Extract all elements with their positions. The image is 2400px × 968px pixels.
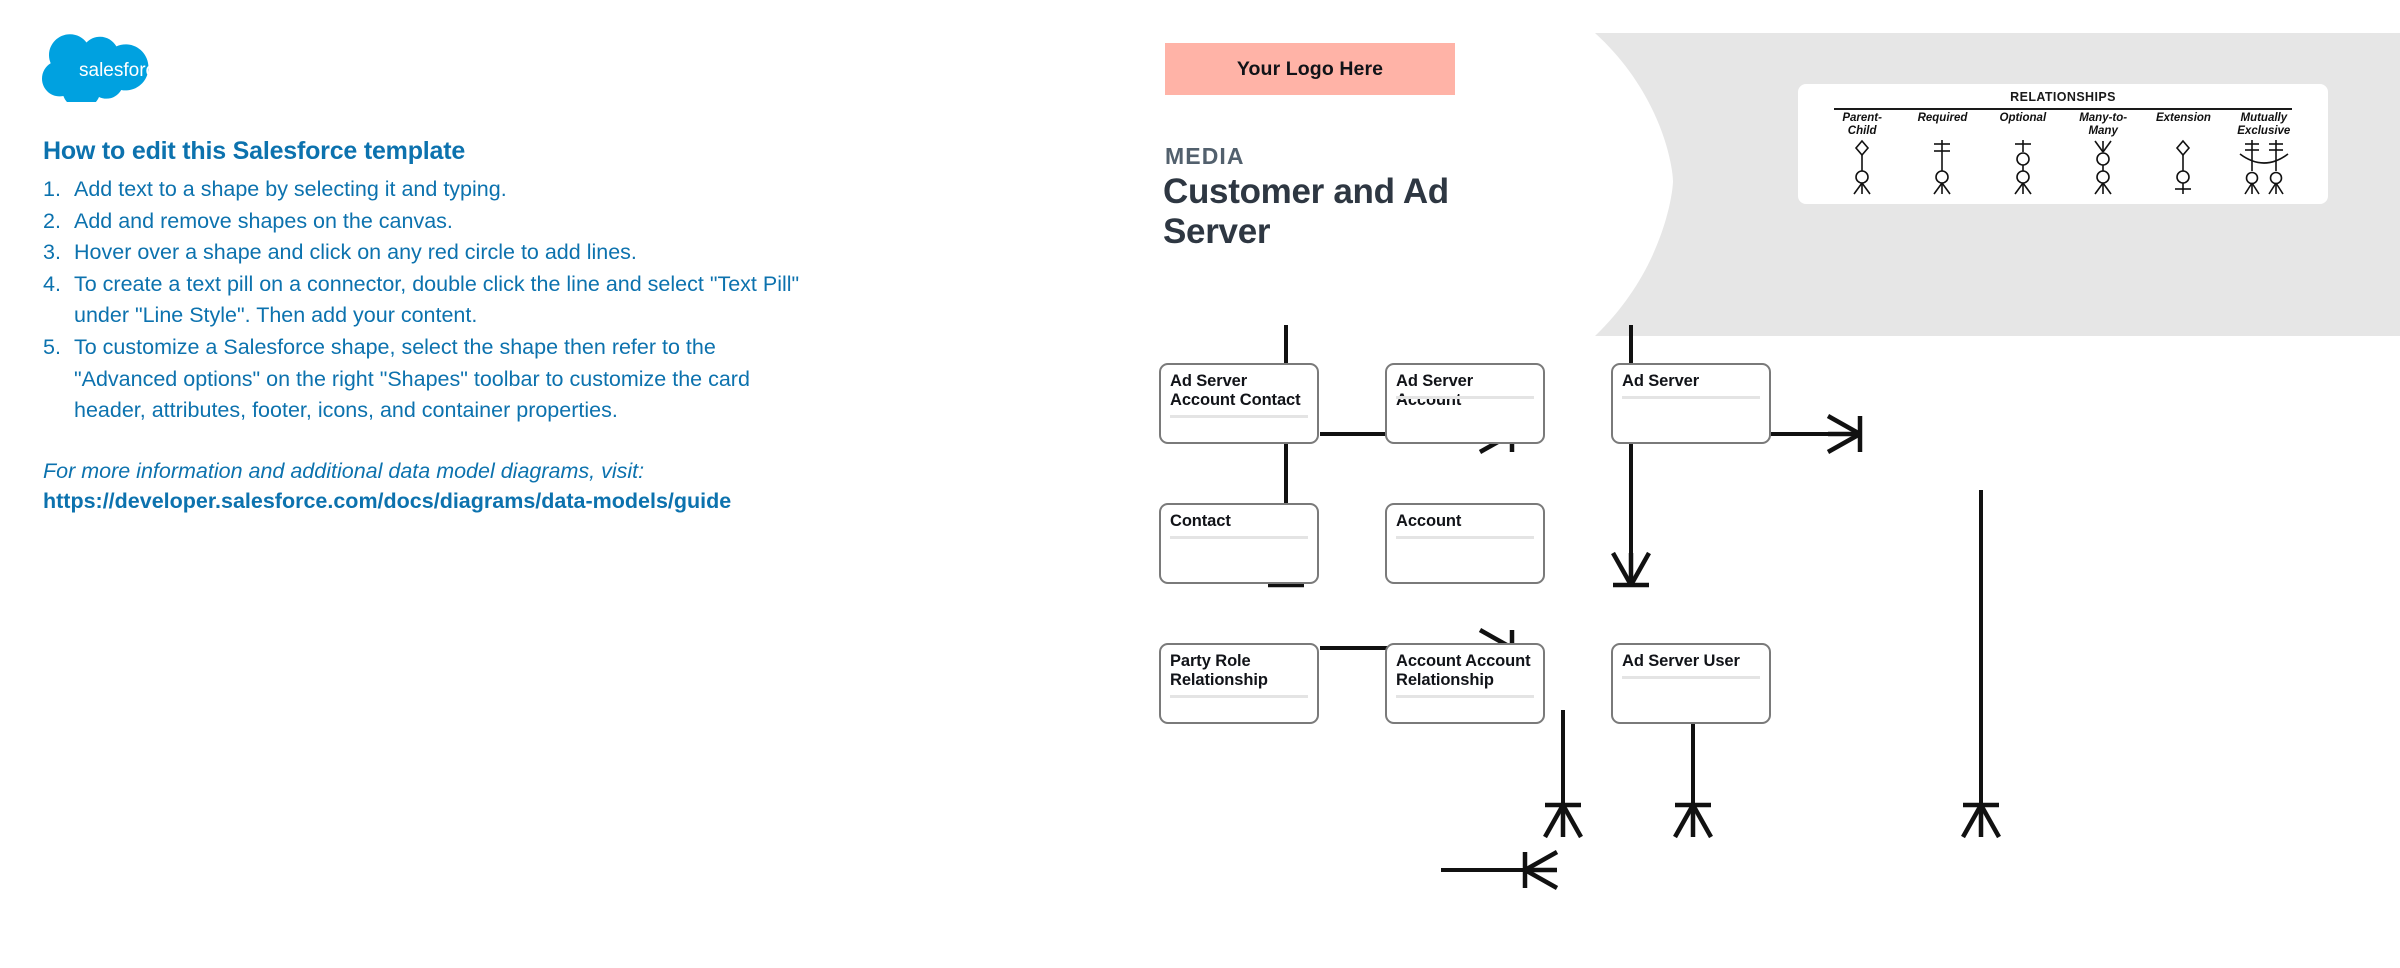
entity-card-party-role-relationship[interactable]: Party Role Relationship xyxy=(1159,643,1319,724)
instruction-step-3: 3. Hover over a shape and click on any re… xyxy=(43,237,803,269)
entity-card-account[interactable]: Account xyxy=(1385,503,1545,584)
relationships-legend: RELATIONSHIPS Parent- Child Required xyxy=(1798,84,2328,204)
entity-divider xyxy=(1622,676,1760,679)
mutually-exclusive-symbol xyxy=(2237,138,2291,196)
step-text: To create a text pill on a connector, do… xyxy=(74,271,800,328)
entity-divider xyxy=(1396,695,1534,698)
svg-text:salesforce: salesforce xyxy=(79,60,152,81)
legend-label: Many-to- Many xyxy=(2079,112,2128,137)
entity-title: Ad Server User xyxy=(1622,652,1740,670)
entity-divider xyxy=(1170,536,1308,539)
entity-title: Account xyxy=(1396,512,1462,530)
entity-title: Contact xyxy=(1170,512,1231,530)
entity-title: Party Role Relationship xyxy=(1170,652,1268,689)
entity-title: Ad Server Account xyxy=(1396,372,1474,409)
legend-title: RELATIONSHIPS xyxy=(2010,90,2116,104)
step-number: 2. xyxy=(43,208,61,233)
legend-label: Extension xyxy=(2155,112,2211,124)
legend-item-required: Required xyxy=(1902,112,1982,196)
entity-divider xyxy=(1622,396,1760,399)
entity-card-ad-server-user[interactable]: Ad Server User xyxy=(1611,643,1771,724)
legend-label: Optional xyxy=(1999,112,2047,124)
legend-item-parent-child: Parent- Child xyxy=(1822,112,1902,196)
instructions-title: How to edit this Salesforce template xyxy=(43,137,466,165)
legend-label: Required xyxy=(1917,112,1968,124)
entity-card-contact[interactable]: Contact xyxy=(1159,503,1319,584)
page-title: Customer and Ad Server xyxy=(1163,172,1449,251)
legend-item-optional: Optional xyxy=(1983,112,2063,196)
optional-symbol xyxy=(2006,138,2040,196)
legend-item-extension: Extension xyxy=(2143,112,2223,196)
legend-item-many-to-many: Many-to- Many xyxy=(2063,112,2143,196)
instruction-step-1: 1. Add text to a shape by selecting it an… xyxy=(43,174,803,206)
instructions-panel: salesforce How to edit this Salesforce t… xyxy=(0,0,820,968)
entity-title: Account Account Relationship xyxy=(1396,652,1531,689)
legend-item-mutually-exclusive: Mutually Exclusive xyxy=(2224,112,2304,196)
extension-symbol xyxy=(2166,138,2200,196)
entity-divider xyxy=(1170,695,1308,698)
salesforce-cloud-logo: salesforce xyxy=(42,30,166,109)
entity-title: Ad Server xyxy=(1622,372,1700,390)
legend-items: Parent- Child Required xyxy=(1822,112,2304,196)
entity-card-ad-server-account[interactable]: Ad Server Account xyxy=(1385,363,1545,444)
entity-card-ad-server[interactable]: Ad Server xyxy=(1611,363,1771,444)
legend-label: Mutually Exclusive xyxy=(2237,112,2291,137)
many-to-many-symbol xyxy=(2086,138,2120,196)
step-number: 4. xyxy=(43,271,61,296)
entity-divider xyxy=(1396,536,1534,539)
parent-child-symbol xyxy=(1845,138,1879,196)
entity-card-account-account-relationship[interactable]: Account Account Relationship xyxy=(1385,643,1545,724)
entity-card-ad-server-account-contact[interactable]: Ad Server Account Contact xyxy=(1159,363,1319,444)
instruction-step-2: 2. Add and remove shapes on the canvas. xyxy=(43,206,803,238)
entity-divider xyxy=(1396,396,1534,399)
step-text: Add text to a shape by selecting it and … xyxy=(74,177,507,201)
instruction-step-4: 4. To create a text pill on a connector, … xyxy=(43,269,803,332)
more-info-note: For more information and additional data… xyxy=(43,459,645,483)
step-text: Add and remove shapes on the canvas. xyxy=(74,208,453,233)
instructions-list: 1. Add text to a shape by selecting it an… xyxy=(43,174,803,427)
entity-divider xyxy=(1170,415,1308,418)
legend-label: Parent- Child xyxy=(1842,112,1882,137)
docs-guide-link[interactable]: https://developer.salesforce.com/docs/di… xyxy=(43,489,732,513)
required-symbol xyxy=(1925,138,1959,196)
step-number: 3. xyxy=(43,240,61,265)
step-text: Hover over a shape and click on any red … xyxy=(74,240,637,265)
step-text: To customize a Salesforce shape, select … xyxy=(74,334,750,423)
entity-title: Ad Server Account Contact xyxy=(1170,372,1301,409)
step-number: 5. xyxy=(43,334,61,359)
eyebrow-label: MEDIA xyxy=(1165,143,1245,169)
legend-divider xyxy=(1834,108,2292,110)
instruction-step-5: 5. To customize a Salesforce shape, selec… xyxy=(43,332,803,427)
logo-placeholder[interactable]: Your Logo Here xyxy=(1165,43,1455,95)
step-number: 1. xyxy=(43,177,61,201)
